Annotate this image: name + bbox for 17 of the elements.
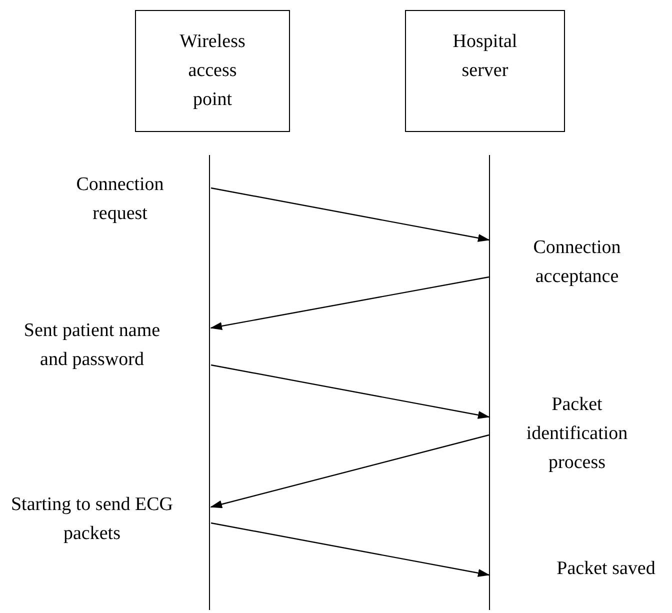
message-arrow bbox=[210, 364, 490, 419]
message-label: Sent patient name and password bbox=[22, 319, 162, 372]
participant-box bbox=[135, 10, 290, 132]
participant-label: Hospital server bbox=[452, 30, 518, 83]
message-label: Starting to send ECG packets bbox=[10, 493, 174, 546]
participant-label: Wireless access point bbox=[178, 30, 246, 112]
message-arrow bbox=[210, 187, 490, 242]
message-label: Packet saved bbox=[556, 557, 656, 581]
message-arrow bbox=[210, 522, 490, 577]
message-label: Connection acceptance bbox=[532, 236, 622, 289]
message-arrow bbox=[210, 276, 490, 330]
lifeline bbox=[489, 155, 490, 610]
message-label: Connection request bbox=[75, 173, 165, 226]
message-arrow bbox=[210, 434, 490, 508]
message-label: Packet identification process bbox=[525, 393, 629, 475]
participant-box bbox=[405, 10, 565, 132]
lifeline bbox=[209, 155, 210, 610]
